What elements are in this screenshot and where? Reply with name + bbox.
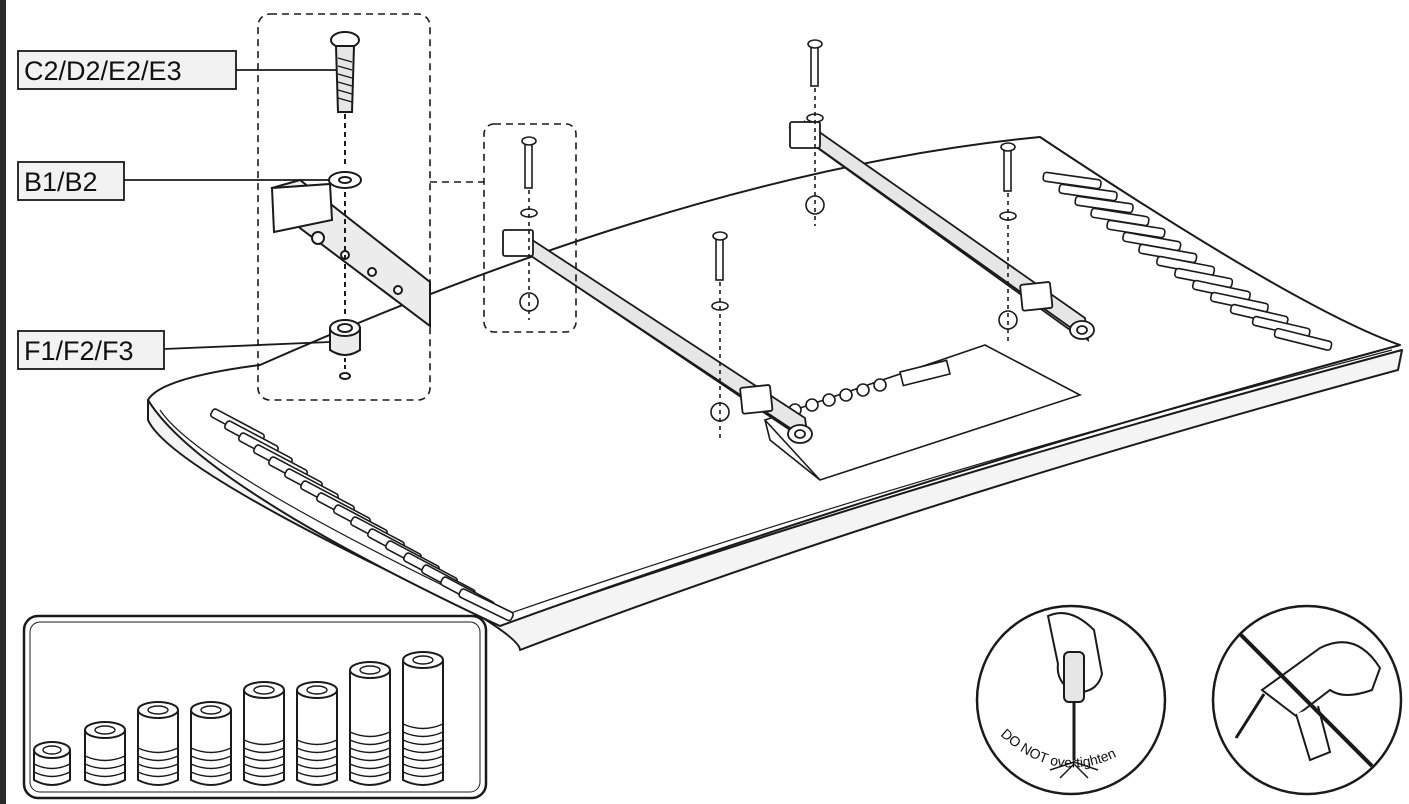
bracket-left bbox=[502, 229, 813, 444]
left-edge-strip bbox=[0, 0, 6, 804]
spacer-inventory-items bbox=[33, 651, 444, 786]
spacer-icon bbox=[329, 319, 361, 380]
small-hardware bbox=[519, 39, 1018, 440]
callout-guides bbox=[257, 13, 577, 401]
power-drill-prohibited-icon bbox=[1211, 604, 1403, 796]
spacer-item bbox=[84, 721, 126, 786]
spacer-item bbox=[402, 651, 444, 786]
hand-screwdriver-icon bbox=[975, 604, 1167, 796]
label-boxes bbox=[17, 50, 237, 370]
label-spacer: F1/F2/F3 bbox=[24, 336, 134, 366]
label-screw: C2/D2/E2/E3 bbox=[24, 56, 182, 86]
label-leaders bbox=[124, 69, 336, 350]
detail-bracket bbox=[270, 178, 431, 329]
spacer-item bbox=[296, 681, 338, 786]
bracket-right bbox=[788, 120, 1095, 342]
spacer-item bbox=[190, 701, 232, 786]
washer-icon bbox=[328, 171, 362, 315]
screw-icon bbox=[330, 31, 360, 168]
spacer-item bbox=[349, 661, 391, 786]
spacer-item bbox=[33, 741, 71, 786]
spacer-item bbox=[243, 681, 285, 786]
label-washer: B1/B2 bbox=[24, 167, 98, 197]
spacer-item bbox=[137, 701, 179, 786]
